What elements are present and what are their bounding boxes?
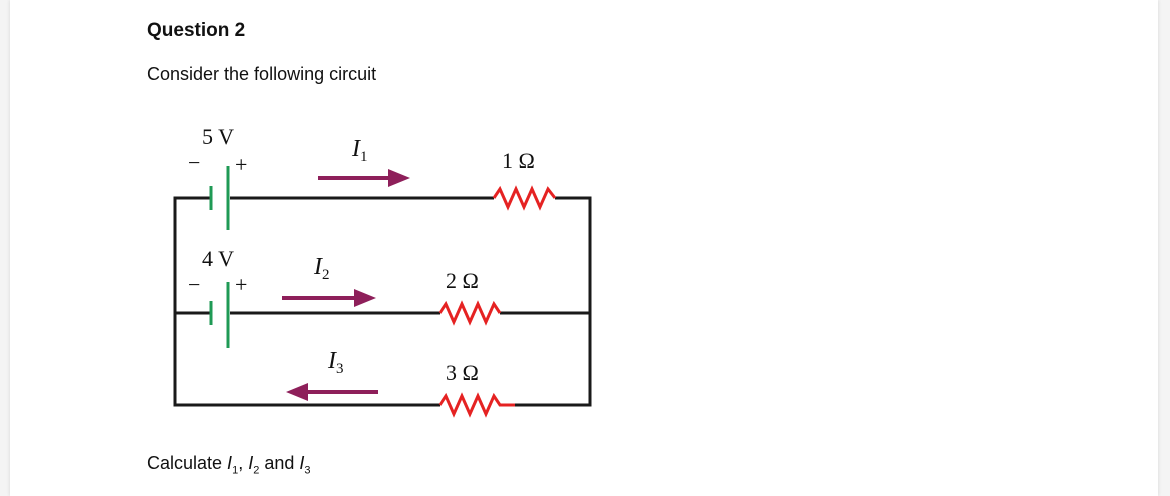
svg-text:I2: I2 [313, 254, 330, 283]
resistor-2-label: 2 Ω [446, 268, 479, 293]
question-intro: Consider the following circuit [147, 64, 377, 84]
battery-5v-neg: − [188, 150, 200, 175]
document-page: Question 2 Consider the following circui… [10, 0, 1158, 496]
resistor-1-label: 1 Ω [502, 148, 535, 173]
current-arrow-1: I1 [318, 136, 410, 187]
resistor-1-ohm: 1 Ω [492, 148, 557, 211]
question-prompt: Calculate I1, I2 and I3 [147, 453, 311, 477]
wire-left [173, 196, 360, 407]
current-3-sub: 3 [336, 361, 344, 377]
current-arrow-3: I3 [286, 348, 378, 401]
battery-4v-label: 4 V [202, 246, 234, 271]
circuit-wires [173, 196, 592, 407]
resistor-2-ohm: 2 Ω [438, 268, 502, 326]
battery-5v-label: 5 V [202, 124, 234, 149]
battery-5v-pos: + [235, 152, 247, 177]
current-arrow-2: I2 [282, 254, 376, 307]
svg-text:I3: I3 [327, 348, 344, 377]
current-1-sub: 1 [360, 149, 368, 165]
svg-text:I1: I1 [351, 136, 368, 165]
wire-top-right [515, 196, 592, 407]
battery-4v: 4 V − + [188, 246, 247, 348]
battery-5v: 5 V − + [188, 124, 247, 230]
battery-4v-neg: − [188, 272, 200, 297]
prompt-i1: I [227, 453, 233, 473]
current-2-sub: 2 [322, 267, 330, 283]
resistor-3-label: 3 Ω [446, 360, 479, 385]
resistor-3-ohm: 3 Ω [438, 360, 515, 418]
current-1-symbol: I [351, 136, 361, 162]
prompt-sub1: 1 [232, 464, 239, 477]
prompt-sub2: 2 [253, 464, 260, 477]
prompt-prefix: Calculate [147, 453, 228, 473]
prompt-i3: I [299, 453, 305, 473]
prompt-sep1: , [238, 453, 249, 473]
prompt-sub3: 3 [304, 464, 311, 477]
current-3-symbol: I [327, 348, 337, 374]
question-heading: Question 2 [147, 20, 246, 41]
prompt-sep2: and [259, 453, 300, 473]
circuit-diagram: 5 V − + 4 V − + 1 Ω 2 Ω 3 Ω [173, 124, 592, 418]
current-2-symbol: I [313, 254, 323, 280]
battery-4v-pos: + [235, 272, 247, 297]
prompt-i2: I [248, 453, 254, 473]
